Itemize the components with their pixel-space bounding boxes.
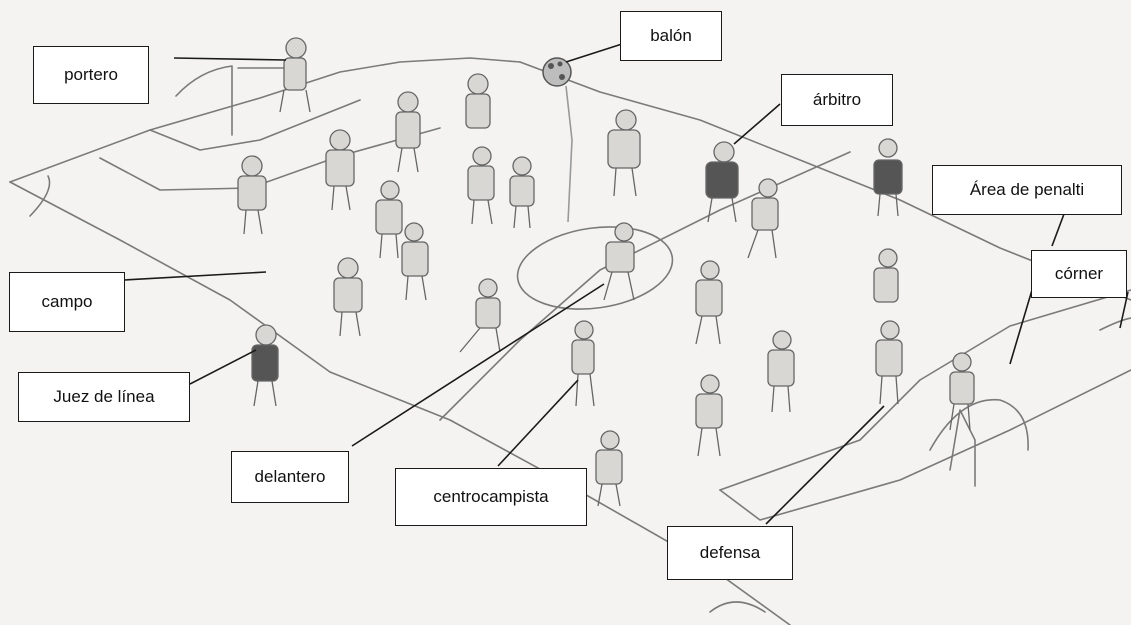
leader-juez bbox=[189, 349, 257, 385]
label-delantero: delantero bbox=[231, 451, 349, 503]
player-linesman bbox=[251, 324, 279, 407]
left-goal-area bbox=[149, 99, 361, 151]
player-midfielder bbox=[571, 320, 595, 407]
label-corner: córner bbox=[1031, 250, 1127, 298]
label-defensa: defensa bbox=[667, 526, 793, 580]
label-juez-de-linea: Juez de línea bbox=[18, 372, 190, 422]
leader-delantero bbox=[351, 283, 605, 447]
player-referee bbox=[705, 141, 739, 223]
near-corner-arc bbox=[709, 601, 766, 613]
centre-circle bbox=[516, 226, 674, 310]
label-portero: portero bbox=[33, 46, 149, 104]
right-penalty-arc bbox=[929, 398, 1029, 451]
leader-campo bbox=[123, 271, 267, 281]
near-left-goal-line bbox=[9, 181, 331, 373]
right-penalty-area-front bbox=[719, 289, 1131, 491]
right-goal bbox=[949, 409, 976, 487]
player-goalkeeper bbox=[279, 37, 311, 113]
leader-centrocampista bbox=[497, 379, 579, 467]
leader-defensa bbox=[765, 405, 885, 525]
left-goal bbox=[175, 65, 233, 136]
leader-corner-b bbox=[1119, 291, 1129, 329]
leader-corner-a bbox=[1009, 289, 1033, 365]
right-corner-arc bbox=[1099, 317, 1131, 331]
leader-lines bbox=[123, 43, 1129, 525]
player-forward bbox=[603, 222, 635, 301]
far-touchline-right bbox=[519, 61, 1131, 301]
label-centrocampista: centrocampista bbox=[395, 468, 587, 526]
player-defender bbox=[875, 320, 903, 405]
label-balon: balón bbox=[620, 11, 722, 61]
label-area-penalti: Área de penalti bbox=[932, 165, 1122, 215]
leader-arbitro bbox=[733, 103, 781, 145]
player-generic bbox=[237, 73, 975, 507]
leader-portero bbox=[173, 57, 287, 61]
players-group bbox=[237, 37, 975, 507]
left-corner-arc bbox=[29, 175, 51, 217]
label-arbitro: árbitro bbox=[781, 74, 893, 126]
right-penalty-area-box bbox=[719, 369, 1131, 521]
leader-area-penalti bbox=[1051, 213, 1065, 247]
label-campo: campo bbox=[9, 272, 125, 332]
leader-balon bbox=[565, 43, 623, 63]
ball bbox=[542, 57, 573, 223]
